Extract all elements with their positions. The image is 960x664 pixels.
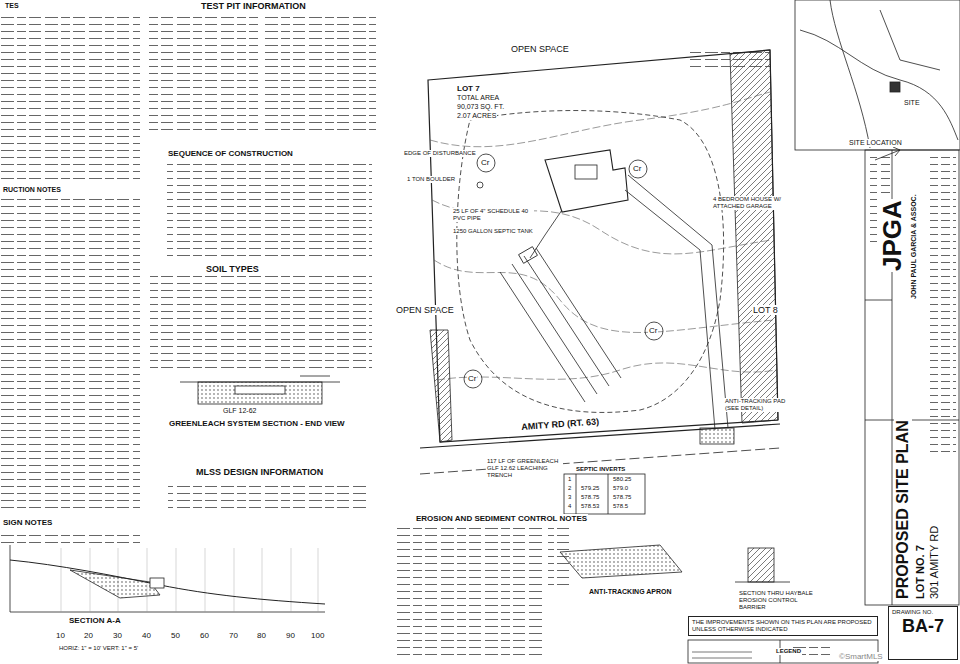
plan-label: 70 bbox=[228, 631, 239, 640]
plan-label: 90,073 SQ. FT. bbox=[456, 103, 505, 111]
plan-label: 90 bbox=[285, 631, 296, 640]
plan-label: GREENLEACH SYSTEM SECTION - END VIEW bbox=[168, 419, 346, 428]
node-text: THE IMPROVEMENTS SHOWN ON THIS PLAN ARE … bbox=[692, 619, 874, 633]
node-text: BA-7 bbox=[892, 616, 954, 637]
plan-label: Cr bbox=[467, 374, 477, 383]
plan-label: 578.53 bbox=[580, 503, 600, 510]
plan-label: PROPOSED SITE PLAN bbox=[894, 419, 912, 600]
plan-label: 578.5 bbox=[612, 503, 629, 510]
plan-label: SECTION A-A bbox=[68, 616, 122, 625]
plan-label: 50 bbox=[170, 631, 181, 640]
plan-label: 2.07 ACRES bbox=[456, 112, 497, 120]
plan-label: 100 bbox=[310, 631, 325, 640]
plan-label: 578.75 bbox=[580, 494, 600, 501]
plan-label: TEST PIT INFORMATION bbox=[200, 1, 307, 11]
plan-label: AMITY RD (RT. 63) bbox=[520, 416, 600, 432]
plan-label: RUCTION NOTES bbox=[2, 186, 62, 194]
plan-label: Cr bbox=[648, 326, 658, 335]
plan-label: 580.25 bbox=[612, 476, 632, 483]
plan-label: EROSION AND SEDIMENT CONTROL NOTES bbox=[415, 514, 588, 523]
plan-label: 1 TON BOULDER bbox=[406, 176, 456, 183]
plan-label: LOT 8 bbox=[752, 305, 779, 315]
plan-label: SOIL TYPES bbox=[205, 264, 260, 274]
plan-label: TES bbox=[4, 2, 20, 10]
plan-label: 578.75 bbox=[612, 494, 632, 501]
plan-label: 20 bbox=[83, 631, 94, 640]
plan-label: SITE bbox=[903, 99, 921, 107]
plan-label: 60 bbox=[199, 631, 210, 640]
plan-label: TOTAL AREA bbox=[456, 94, 500, 102]
drawing-number-box: DRAWING NO.BA-7 bbox=[888, 606, 958, 660]
node-text: DRAWING NO. bbox=[892, 609, 954, 616]
plan-label: SECTION THRU HAYBALE EROSION CONTROL BAR… bbox=[738, 590, 820, 611]
plan-label: SEPTIC INVERTS bbox=[575, 466, 626, 473]
plan-label: 117 LF OF GREENLEACH GLF 12.62 LEACHING … bbox=[486, 458, 563, 479]
plan-label: 3 bbox=[567, 494, 572, 501]
plan-label: 80 bbox=[256, 631, 267, 640]
plan-label: OPEN SPACE bbox=[395, 305, 455, 315]
plan-label: 25 LF OF 4" SCHEDULE 40 PVC PIPE bbox=[452, 208, 534, 222]
plan-label: 579.25 bbox=[580, 485, 600, 492]
plan-label: HORIZ: 1" = 10' VERT: 1" = 5' bbox=[58, 645, 139, 652]
plan-label: SEQUENCE OF CONSTRUCTION bbox=[167, 149, 294, 158]
plan-label: SITE LOCATION bbox=[848, 139, 903, 147]
plan-label: 30 bbox=[112, 631, 123, 640]
plan-label: ANTI-TRACKING PAD (SEE DETAIL) bbox=[724, 398, 796, 412]
plan-label: 40 bbox=[141, 631, 152, 640]
plan-label: Cr bbox=[632, 164, 642, 173]
plan-label: 4 BEDROOM HOUSE W/ ATTACHED GARAGE bbox=[712, 196, 804, 210]
plan-label: JPGA bbox=[878, 199, 908, 272]
plan-label: 301 AMITY RD bbox=[928, 525, 941, 600]
plan-label: 1250 GALLON SEPTIC TANK bbox=[452, 228, 534, 235]
note-box: THE IMPROVEMENTS SHOWN ON THIS PLAN ARE … bbox=[688, 616, 878, 636]
plan-label: SIGN NOTES bbox=[2, 518, 53, 527]
plan-label: JOHN PAUL GARCIA & ASSOC. bbox=[910, 193, 918, 300]
plan-label: LOT 7 bbox=[456, 84, 481, 93]
plan-label: ©SmartMLS bbox=[838, 652, 884, 661]
plan-label: 579.0 bbox=[612, 485, 629, 492]
plan-label: 2 bbox=[567, 485, 572, 492]
plan-label: GLF 12-62 bbox=[222, 407, 257, 415]
plan-label: OPEN SPACE bbox=[510, 44, 570, 54]
plan-label: LEGEND bbox=[775, 648, 802, 655]
plan-label: LOT NO. 7 bbox=[914, 544, 927, 600]
plan-label: EDGE OF DISTURBANCE bbox=[403, 150, 477, 157]
plan-label: 1 bbox=[567, 476, 572, 483]
plan-label: 4 bbox=[567, 503, 572, 510]
plan-label: Cr bbox=[480, 158, 490, 167]
plan-label: 10 bbox=[55, 631, 66, 640]
plan-label: ANTI-TRACKING APRON bbox=[588, 588, 673, 596]
plan-label: MLSS DESIGN INFORMATION bbox=[195, 467, 324, 477]
